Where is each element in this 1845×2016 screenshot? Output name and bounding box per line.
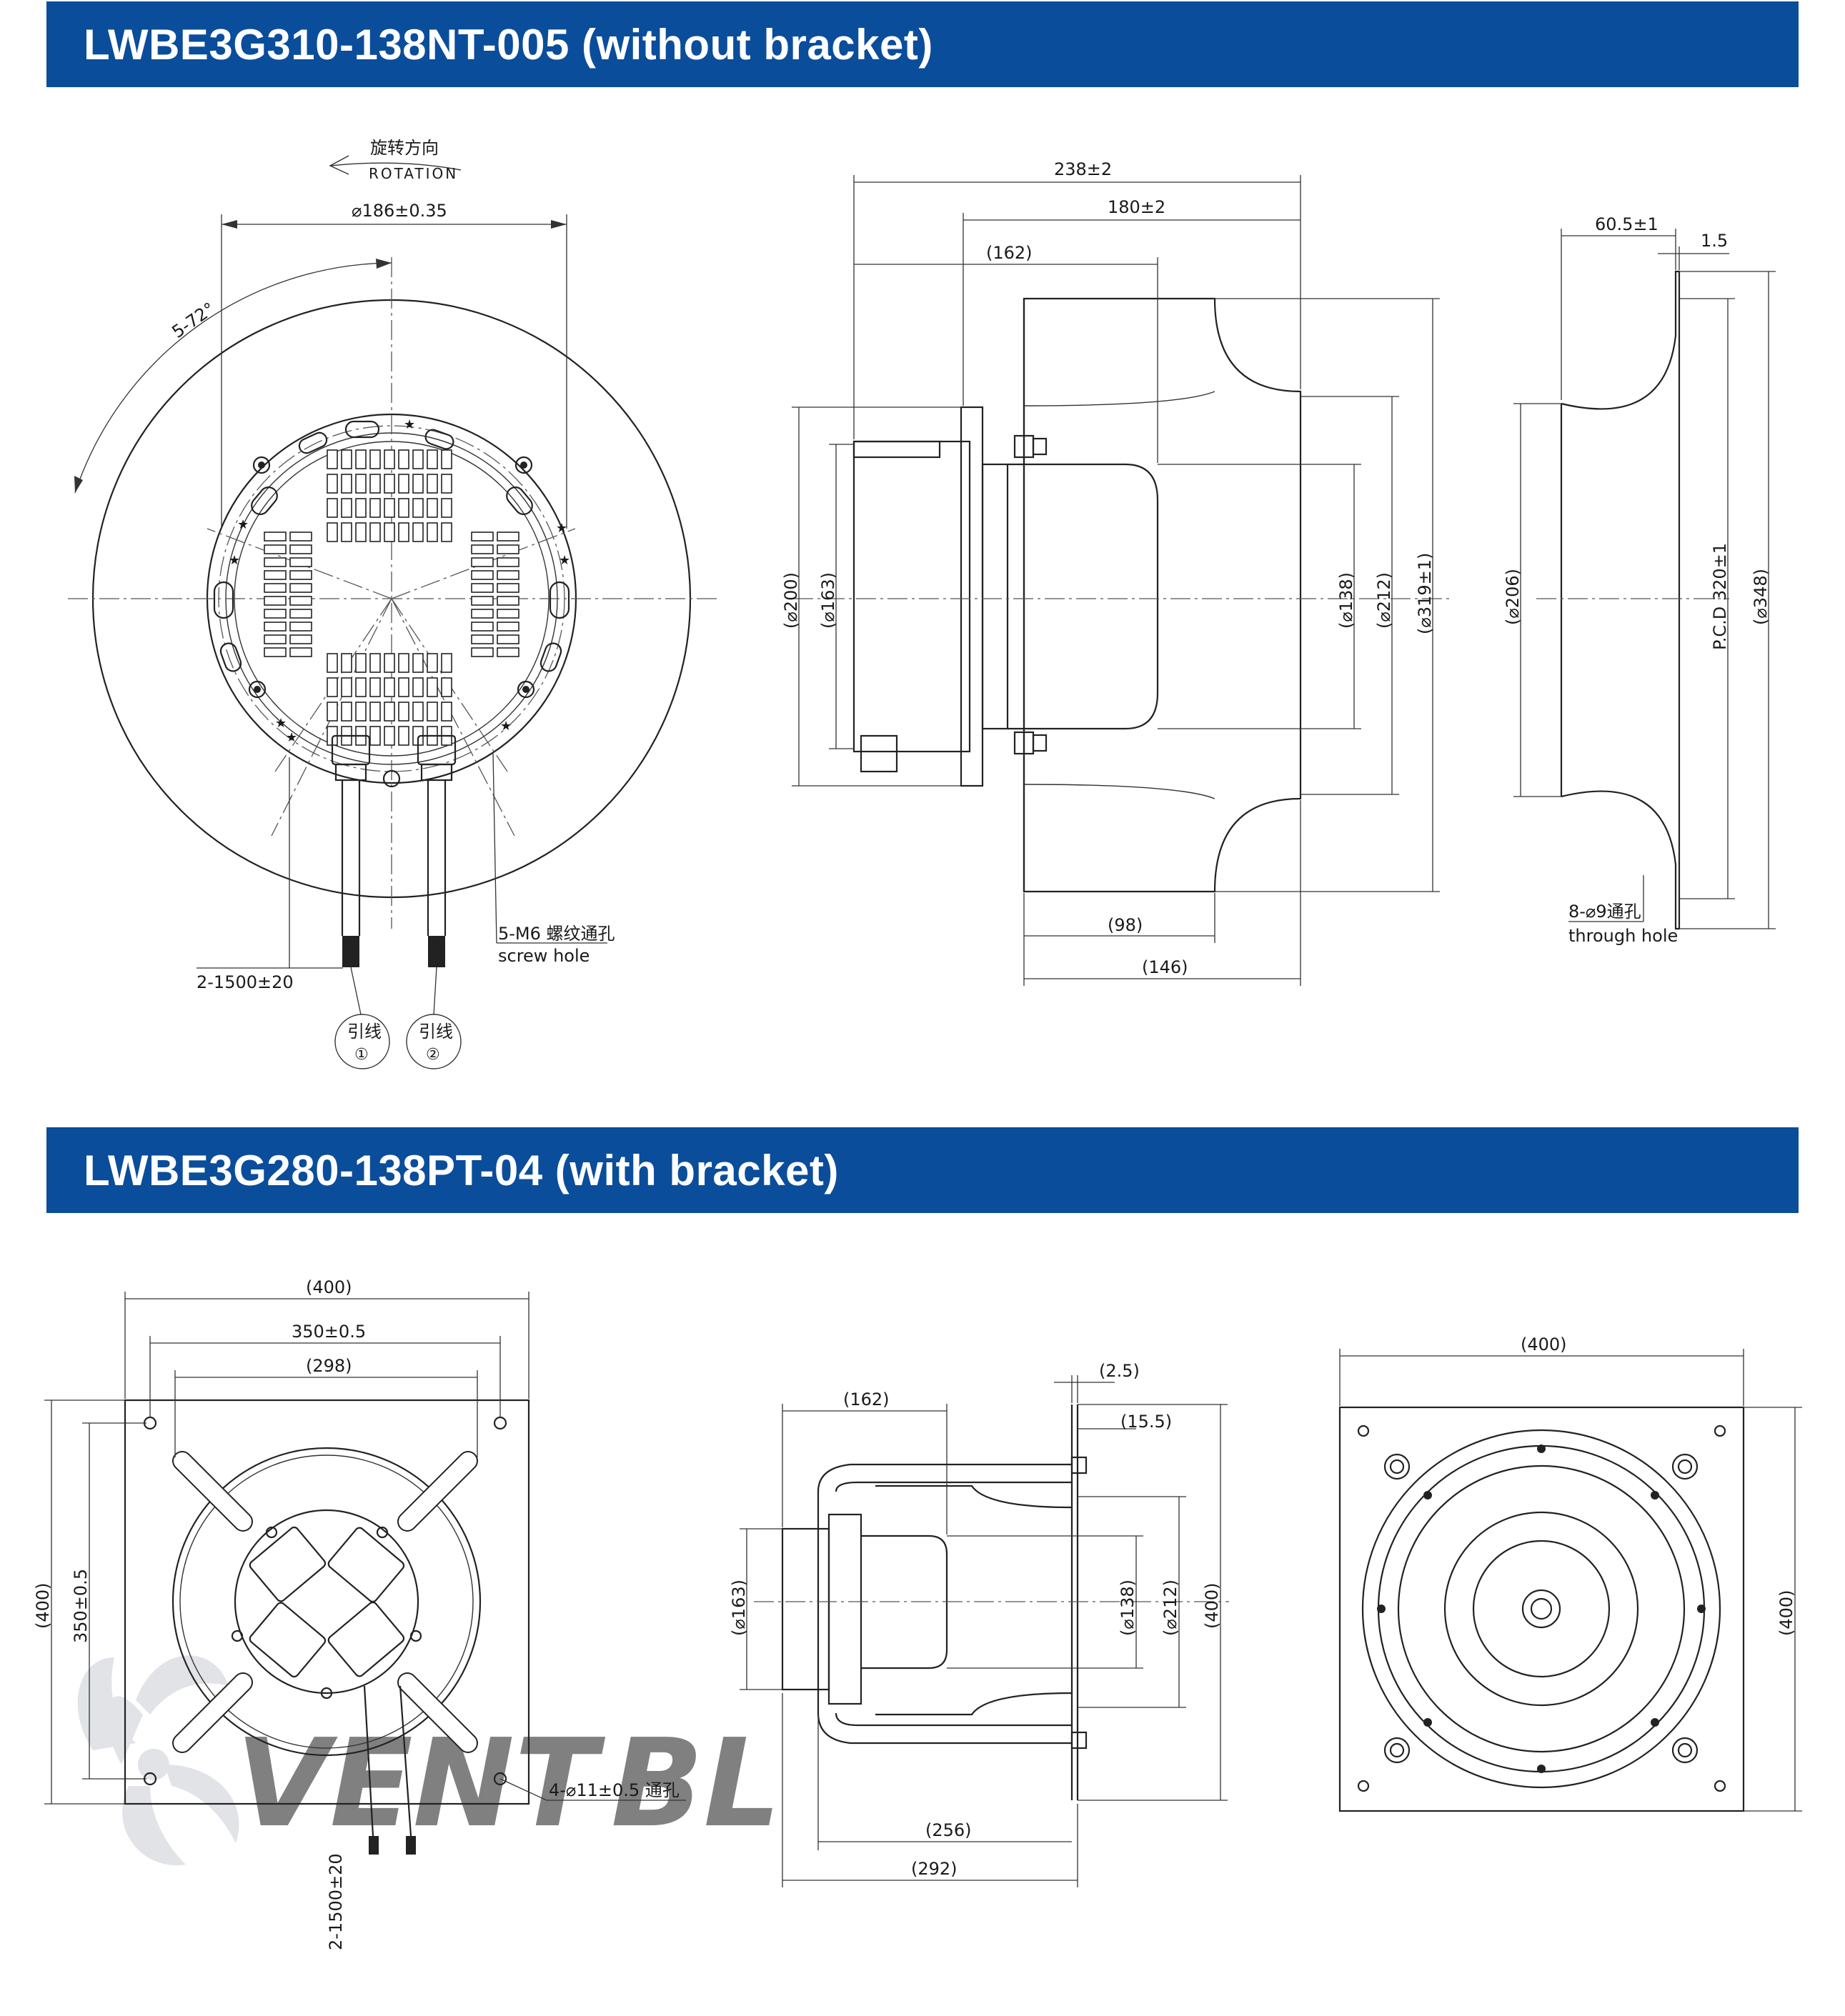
note2-holes: 4-⌀11±0.5 通孔 <box>549 1780 680 1800</box>
svg-text:★: ★ <box>286 730 297 745</box>
svg-text:★: ★ <box>559 553 570 568</box>
lead-1-balloon: 引线 ① <box>334 1014 390 1069</box>
dim-dia-212: (⌀212) <box>1374 572 1394 629</box>
dim-162: (162) <box>986 243 1033 263</box>
dim-dia-138: (⌀138) <box>1336 572 1356 629</box>
section2-banner: LWBE3G280-138PT-04 (with bracket) <box>46 1127 1799 1213</box>
svg-text:★: ★ <box>556 521 567 536</box>
dim-dia-348: (⌀348) <box>1751 569 1771 625</box>
dim2-side-162: (162) <box>843 1389 890 1409</box>
svg-text:★: ★ <box>275 716 287 731</box>
s2-heatsink <box>249 1526 405 1678</box>
svg-text:引线: 引线 <box>419 1022 453 1042</box>
flange-slots <box>213 420 570 672</box>
dim-dia-186: ⌀186±0.35 <box>352 201 447 221</box>
watermark: VENT BL <box>77 1655 781 1866</box>
fan-logo-icon <box>77 1655 239 1866</box>
dim2-2-5: (2.5) <box>1099 1361 1140 1381</box>
s2-front-view: (400) 350±0.5 (298) (400) 350±0.5 4-⌀11±… <box>33 1277 686 1950</box>
dim2-400: (400) <box>306 1277 352 1297</box>
s1-inlet-ring: 60.5±1 1.5 (⌀206) P.C.D 320±1 (⌀348) 8-⌀… <box>1503 214 1776 946</box>
note-holes-en: through hole <box>1568 926 1678 946</box>
heatsink-left <box>264 532 312 657</box>
heatsink-bottom <box>327 653 452 746</box>
dim-dia-319: (⌀319±1) <box>1415 553 1435 634</box>
cable-glands <box>331 734 457 782</box>
dim-98: (98) <box>1108 915 1143 935</box>
dim-cable-length: 2-1500±20 <box>197 972 294 992</box>
heatsink-top <box>327 449 452 542</box>
section2-title: LWBE3G280-138PT-04 (with bracket) <box>84 1146 839 1194</box>
dim2-15-5: (15.5) <box>1120 1412 1172 1432</box>
s1-side-view: 238±2 180±2 (162) (98) (146) (⌀200) (⌀16… <box>781 159 1451 986</box>
dim-pcd: P.C.D 320±1 <box>1710 543 1730 650</box>
dim-dia-163: (⌀163) <box>818 572 838 629</box>
dim-dia-206: (⌀206) <box>1503 569 1523 625</box>
note-screw-en: screw hole <box>498 946 590 966</box>
rotation-en: ROTATION <box>369 165 458 182</box>
svg-text:★: ★ <box>500 719 512 734</box>
s1-front-view: ★★★ ★★★ ★★ 旋转方向 ROTATION <box>68 138 718 1069</box>
dim2-350: 350±0.5 <box>292 1322 366 1342</box>
s2-back-view: (400) (400) <box>1338 1334 1802 1812</box>
dim2-256: (256) <box>925 1820 972 1840</box>
rotation-arrow-icon <box>329 155 462 175</box>
lead-2-balloon: 引线 ② <box>406 1014 462 1069</box>
bracket-arms <box>172 1451 478 1753</box>
svg-text:②: ② <box>426 1046 440 1064</box>
s2-back-rivets <box>1377 1444 1706 1773</box>
dim-605: 60.5±1 <box>1595 214 1658 234</box>
svg-text:★: ★ <box>237 517 249 532</box>
dim2-dia-163: (⌀163) <box>729 1580 749 1636</box>
dim-146: (146) <box>1142 957 1188 977</box>
section1-banner: LWBE3G310-138NT-005 (without bracket) <box>46 1 1799 87</box>
svg-text:★: ★ <box>404 417 415 432</box>
dim2-v350: 350±0.5 <box>71 1569 91 1643</box>
heatsink-right <box>471 532 519 657</box>
dim2-dia-212: (⌀212) <box>1160 1580 1180 1636</box>
dim2-298: (298) <box>306 1356 352 1376</box>
dim2-back-400: (400) <box>1521 1334 1567 1354</box>
dim-1-5: 1.5 <box>1701 231 1728 251</box>
screw-holes <box>248 456 535 788</box>
watermark-text: VENT <box>236 1713 606 1855</box>
dim2-292: (292) <box>911 1859 958 1879</box>
note-holes-cn: 8-⌀9通孔 <box>1568 902 1641 922</box>
dim2-dia-138: (⌀138) <box>1118 1580 1138 1636</box>
cables <box>341 780 447 967</box>
dim-dia-200: (⌀200) <box>781 572 801 629</box>
dim-180: 180±2 <box>1108 197 1165 217</box>
watermark-accent-text: BL <box>611 1713 781 1855</box>
s2-side-view: (162) (2.5) (15.5) (⌀163) (⌀138) (⌀212) … <box>729 1361 1229 1887</box>
rivets: ★★★ ★★★ ★★ <box>229 417 570 745</box>
dim-238: 238±2 <box>1054 159 1112 179</box>
dim-angle: 5-72° <box>168 299 219 342</box>
svg-text:★: ★ <box>229 553 240 568</box>
dim2-back-v400: (400) <box>1776 1590 1796 1636</box>
section1-title: LWBE3G310-138NT-005 (without bracket) <box>84 20 933 69</box>
dim2-side-400: (400) <box>1202 1582 1222 1629</box>
note-screw-cn: 5-M6 螺纹通孔 <box>498 924 615 944</box>
svg-text:引线: 引线 <box>347 1022 382 1042</box>
svg-text:①: ① <box>354 1046 369 1064</box>
dim2-v400: (400) <box>33 1582 53 1629</box>
dim2-cable: 2-1500±20 <box>326 1853 346 1950</box>
rotation-cn: 旋转方向 <box>370 138 439 158</box>
